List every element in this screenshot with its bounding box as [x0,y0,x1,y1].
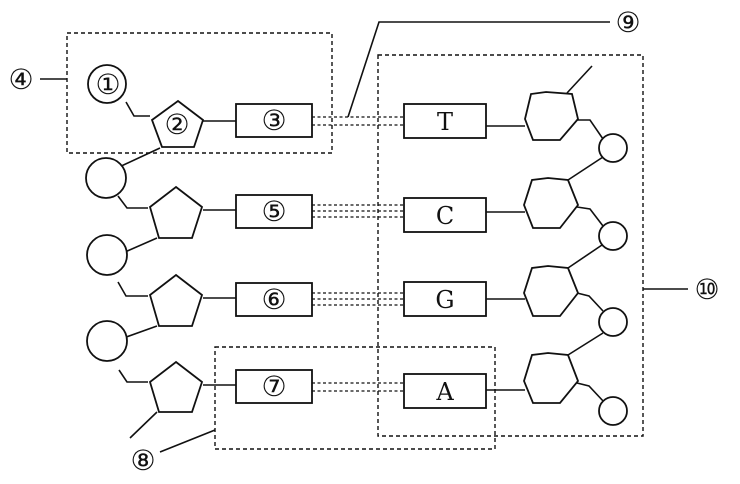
base-box-7 [235,369,313,404]
label-10: ⑩ [694,273,719,306]
label-7: ⑦ [261,370,286,403]
hydrogen-bonds-pair-3 [312,292,404,306]
sugar-pentagon-3 [148,273,204,327]
sugar-pentagon-2 [148,185,204,239]
phosphate-circle-right-2 [598,221,628,251]
hydrogen-bonds-pair-1 [312,116,404,126]
label-leader-lines [40,21,688,453]
phosphate-circle-4 [86,320,128,362]
hydrogen-bonds-pair-4 [312,382,404,392]
base-letter-A: A [435,378,454,406]
base-box-T [403,103,487,139]
label-8: ⑧ [130,444,155,477]
base-box-C [403,197,487,233]
label-9: ⑨ [615,6,640,39]
label-6: ⑥ [261,283,286,316]
dashed-box-8 [214,346,496,450]
phosphate-circle-right-1 [598,133,628,163]
label-2: ② [164,108,189,141]
dashed-box-10 [377,54,644,437]
right-base-sugar-lines [486,125,525,391]
base-box-3 [235,103,313,138]
sugar-pentagon-4 [148,360,204,413]
base-letter-T: T [437,108,453,136]
phosphate-circle-3 [86,234,128,276]
dashed-box-4 [66,32,333,154]
label-3: ③ [261,104,286,137]
phosphate-circle-1 [87,64,127,104]
base-letter-C: C [436,202,454,230]
base-box-G [403,281,487,317]
sugar-pentagon-right-2 [523,177,580,229]
sugar-pentagon-1 [150,99,205,148]
sugar-pentagon-right-1 [524,91,579,141]
label-4: ④ [8,63,33,96]
base-letter-G: G [435,286,454,314]
sugar-pentagon-right-3 [523,265,580,317]
base-box-5 [235,194,313,229]
phosphate-circle-right-4 [598,396,628,426]
label-1: ① [95,68,120,101]
left-sugar-base-lines [203,120,236,386]
label-5: ⑤ [261,195,286,228]
sugar-pentagon-right-4 [523,352,580,404]
hydrogen-bonds-pair-2 [312,204,404,218]
phosphate-circle-2 [85,157,127,199]
base-box-A [403,373,487,409]
phosphate-circle-right-3 [598,307,628,337]
right-backbone-lines [566,65,605,403]
